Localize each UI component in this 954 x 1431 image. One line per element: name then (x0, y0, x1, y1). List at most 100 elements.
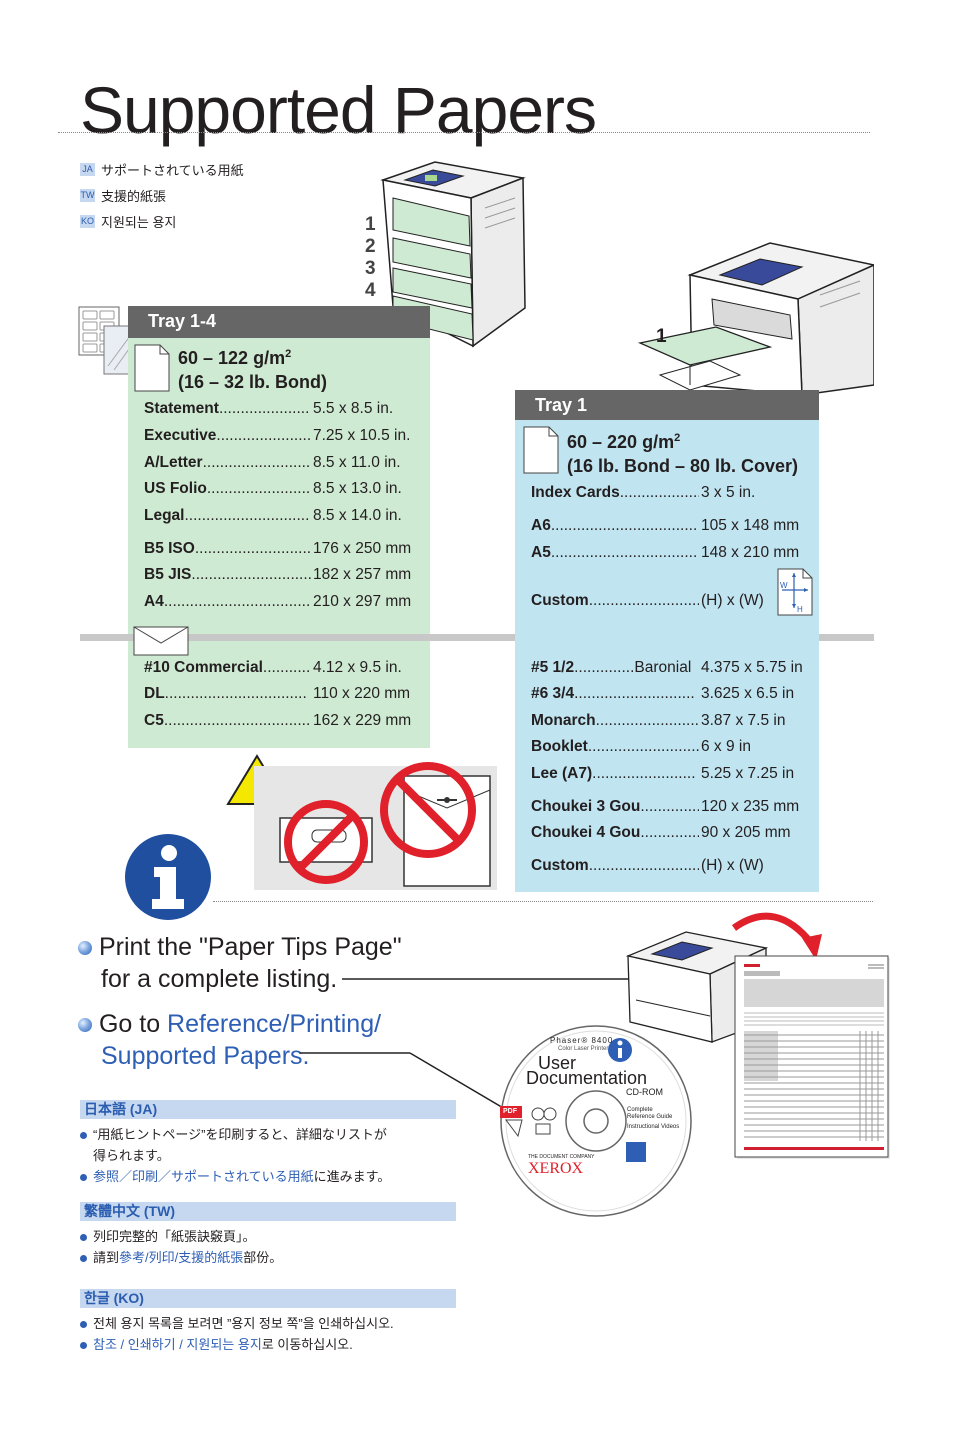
translation-ja: JA サポートされている用紙 (80, 160, 244, 179)
cd-item: Reference Guide (627, 1114, 673, 1120)
language-instruction-line: “用紙ヒントページ”を印刷すると、詳細なリストが (80, 1125, 387, 1144)
leader-dots: .................................. (163, 593, 311, 610)
paper-size-row: Custom.......................... (531, 592, 699, 610)
language-instruction-line: 참조 / 인쇄하기 / 지원되는 용지로 이동하십시오. (80, 1335, 353, 1354)
reference-path-link[interactable]: 참조 / 인쇄하기 / 지원되는 용지 (93, 1337, 262, 1352)
paper-name: Index Cards (531, 484, 620, 501)
translation-ko: KO 지원되는 용지 (80, 212, 176, 231)
cd-item: Complete (627, 1107, 653, 1113)
leader-dots: ........................ (592, 765, 696, 782)
paper-dimensions: 90 x 205 mm (701, 824, 791, 841)
paper-name: Custom (531, 857, 589, 874)
cd-user: User (538, 1053, 577, 1073)
tray-number: 1 (365, 214, 376, 235)
language-instruction-line: 전체 용지 목록을 보려면 ”용지 정보 쪽”을 인쇄하십시오. (80, 1314, 394, 1333)
printer-tray1-illustration (637, 242, 874, 395)
leader-dots: ............................. (184, 507, 310, 524)
paper-dimensions: 7.25 x 10.5 in. (313, 427, 411, 444)
paper-dimensions: 4.375 x 5.75 in (701, 659, 803, 676)
tray-1-background (515, 420, 819, 892)
paper-dimensions: 5.5 x 8.5 in. (313, 400, 394, 417)
paper-dimensions: 148 x 210 mm (701, 544, 800, 561)
leader-dots: .................................. (550, 517, 698, 534)
paper-name: US Folio (144, 480, 207, 497)
leader-dots: ................... (619, 484, 699, 501)
tray1-callout: 1 (656, 326, 667, 347)
paper-tips-instruction: Print the "Paper Tips Page" for a comple… (78, 931, 402, 995)
cd-documentation: Documentation (526, 1068, 648, 1088)
paper-dimensions: (H) x (W) (701, 857, 764, 874)
paper-size-row: US Folio........................ (144, 480, 311, 498)
paper-name: Monarch (531, 712, 596, 729)
paper-size-row: Statement..................... (144, 400, 311, 418)
paper-dimensions: 120 x 235 mm (701, 798, 800, 815)
cd-rom-label: CD-ROM (626, 1087, 663, 1097)
tray-1-4-background (128, 338, 430, 748)
bullet-icon (80, 1321, 87, 1329)
tray-1-4-tab: Tray 1-4 (128, 306, 430, 338)
bullet-icon (78, 941, 92, 956)
paper-name: Legal (144, 507, 185, 524)
info-icon (125, 834, 211, 920)
bullet-icon (80, 1342, 87, 1350)
paper-size-row: #10 Commercial........... (144, 659, 311, 677)
tray-1-4-weight: 60 – 122 g/m2 (16 – 32 lb. Bond) (178, 342, 327, 394)
leader-dots: .......................... (588, 857, 699, 874)
reference-path-link[interactable]: 参照／印刷／サポートされている用紙 (93, 1169, 314, 1184)
translation-text: サポートされている用紙 (101, 163, 244, 178)
paper-size-row: Monarch........................ (531, 712, 699, 730)
leader-dots: ........................... (194, 540, 311, 557)
height-label: H (797, 605, 803, 614)
weight-sup: 2 (674, 432, 681, 444)
title-divider (58, 132, 870, 133)
cd-contents: Complete Reference Guide Instructional V… (627, 1107, 679, 1131)
leader-dots: .............. (640, 798, 699, 815)
tips-line2: for a complete listing. (101, 965, 338, 993)
xerox-logo: XEROX (528, 1160, 584, 1177)
paper-name: #10 Commercial (144, 659, 263, 676)
paper-size-row: #5 1/2..............Baronial (531, 659, 699, 677)
width-label: W (780, 581, 788, 590)
language-heading: 繁體中文 (TW) (80, 1202, 456, 1221)
paper-name: Choukei 4 Gou (531, 824, 641, 841)
paper-name: #5 1/2 (531, 659, 575, 676)
language-instruction-line: 参照／印刷／サポートされている用紙に進みます。 (80, 1167, 390, 1186)
leader-dots: .......................... (588, 592, 699, 609)
tray-1-4-panel: Tray 1-4 60 – 122 g/m2 (16 – 32 lb. Bond… (128, 306, 430, 748)
instruction-text: 전체 용지 목록을 보려면 ”용지 정보 쪽”을 인쇄하십시오. (93, 1316, 394, 1331)
paper-dimensions: 110 x 220 mm (313, 685, 411, 702)
supported-papers-link[interactable]: Supported Papers. (101, 1042, 310, 1070)
paper-dimensions: 3.625 x 6.5 in (701, 685, 795, 702)
reference-path-link[interactable]: 參考/列印/支援的紙張 (119, 1250, 244, 1265)
paper-dimensions: (H) x (W) (701, 592, 764, 609)
paper-size-row: Booklet.......................... (531, 738, 699, 756)
leader-dots: ........................ (595, 712, 699, 729)
paper-dimensions: 4.12 x 9.5 in. (313, 659, 402, 676)
paper-name: A5 (531, 544, 551, 561)
paper-size-row: A6.................................. (531, 517, 699, 535)
weight-metric: 60 – 220 g/m (567, 432, 675, 452)
weight-imperial: (16 lb. Bond – 80 lb. Cover) (567, 456, 799, 476)
paper-size-row: B5 ISO........................... (144, 540, 311, 558)
goto-reference-instruction: Go to Reference/Printing/ Supported Pape… (78, 1008, 381, 1072)
bullet-icon (80, 1132, 87, 1140)
paper-name: B5 JIS (144, 566, 192, 583)
lang-tag-ko: KO (80, 215, 95, 228)
paper-name: Custom (531, 592, 589, 609)
paper-sheet-icon (134, 344, 170, 392)
envelope-icon (133, 626, 189, 656)
paper-size-row: Choukei 3 Gou.............. (531, 798, 699, 816)
leader-dots: .......................... (587, 738, 699, 755)
language-instruction-line: 得られます。 (80, 1146, 170, 1165)
leader-dots: .................................. (163, 712, 311, 729)
paper-size-row: B5 JIS............................ (144, 566, 311, 584)
leader-dots: ................................. (164, 685, 307, 702)
paper-dimensions: 8.5 x 11.0 in. (313, 454, 401, 471)
paper-dimensions: 8.5 x 13.0 in. (313, 480, 402, 497)
tips-line1: Print the "Paper Tips Page" (98, 933, 402, 961)
envelope-divider (80, 634, 874, 641)
language-instruction-line: 請到參考/列印/支援的紙張部份。 (80, 1248, 282, 1267)
paper-name: Statement (144, 400, 219, 417)
paper-size-row: Lee (A7)........................ (531, 765, 699, 783)
reference-printing-link[interactable]: Reference/Printing/ (167, 1010, 382, 1038)
